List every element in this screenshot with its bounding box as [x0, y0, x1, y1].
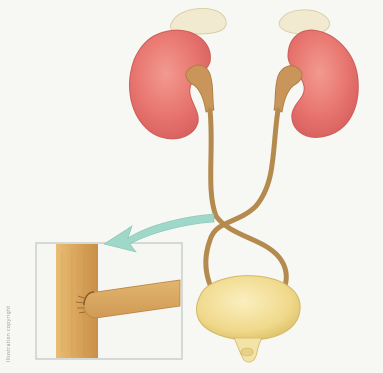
side-credit-text: Illustration copyright: [6, 252, 16, 362]
urethra-opening: [241, 348, 253, 356]
right-kidney: [288, 30, 358, 137]
right-ureter: [206, 110, 278, 300]
urinary-bladder: [197, 276, 301, 340]
